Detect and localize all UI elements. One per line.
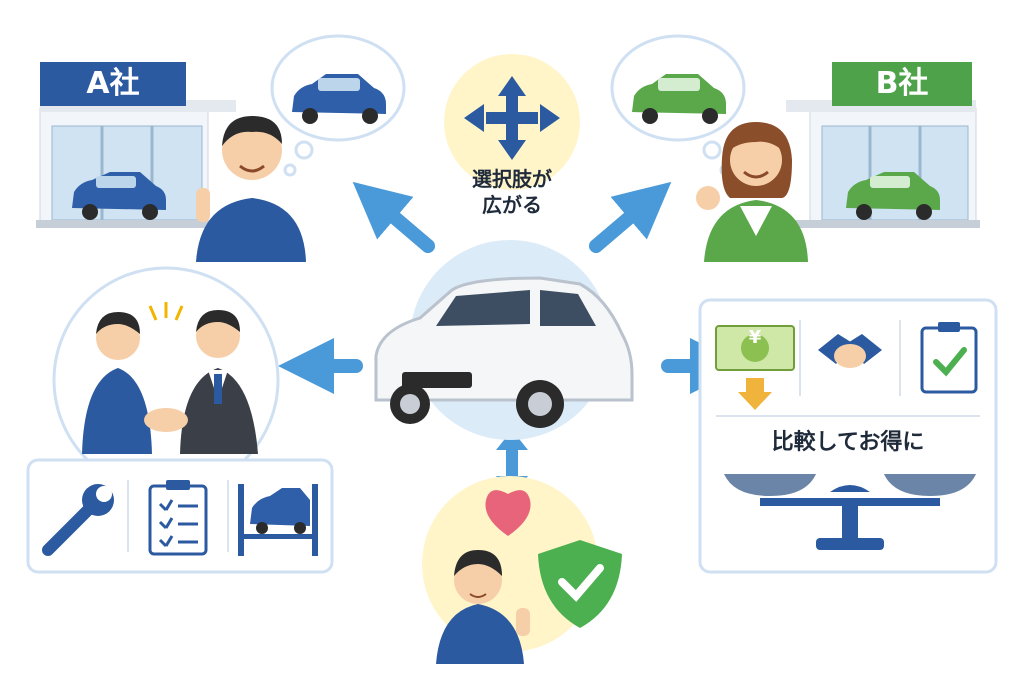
yen-symbol: ¥ bbox=[748, 327, 762, 348]
salesperson-avatar bbox=[180, 310, 258, 454]
store-a-sign-board bbox=[40, 62, 186, 106]
handshake-hands-icon bbox=[144, 408, 188, 432]
choices-caption-line2: 広がる bbox=[482, 193, 542, 217]
balance-scale-icon bbox=[724, 474, 976, 550]
sparkle-icon bbox=[148, 302, 184, 321]
store-b-car-icon bbox=[846, 172, 940, 220]
checklist-icon bbox=[148, 480, 208, 556]
thought-bubble-left bbox=[270, 34, 406, 177]
choices-expand-group bbox=[444, 54, 580, 190]
store-b-sign-board bbox=[832, 62, 972, 106]
choices-caption-line1: 選択肢が bbox=[472, 167, 552, 191]
after-service-panel bbox=[26, 458, 334, 574]
customer-avatar bbox=[82, 312, 152, 454]
clipboard-check-icon bbox=[920, 322, 978, 394]
arrows bbox=[278, 181, 746, 394]
store-b-sign: B社 bbox=[875, 66, 929, 101]
handshake-icon bbox=[818, 334, 882, 368]
thought-bubble-right bbox=[610, 34, 746, 177]
arrow-to-company-b bbox=[589, 181, 672, 253]
woman-ok-avatar bbox=[696, 122, 808, 262]
yen-bill-icon bbox=[715, 325, 795, 410]
green-car-icon bbox=[632, 74, 726, 124]
heart-icon bbox=[485, 490, 531, 536]
compare-caption: 比較してお得に bbox=[771, 430, 925, 455]
compare-panel bbox=[698, 298, 998, 574]
man-pointing-avatar bbox=[196, 116, 306, 262]
blue-car-icon bbox=[292, 74, 386, 124]
center-white-car bbox=[374, 240, 634, 440]
thumbs-up-man-avatar bbox=[436, 550, 530, 664]
store-a bbox=[36, 62, 236, 228]
handshake-circle-panel bbox=[52, 266, 280, 494]
wrench-icon bbox=[42, 484, 114, 556]
peace-of-mind-group bbox=[422, 476, 622, 664]
four-way-arrows-icon bbox=[464, 76, 560, 160]
arrow-to-company-a bbox=[352, 181, 435, 253]
store-b bbox=[786, 62, 980, 228]
store-a-sign: A社 bbox=[86, 66, 140, 101]
car-lift-icon bbox=[238, 484, 318, 556]
store-a-car-icon bbox=[72, 172, 166, 220]
shield-check-icon bbox=[538, 540, 622, 628]
